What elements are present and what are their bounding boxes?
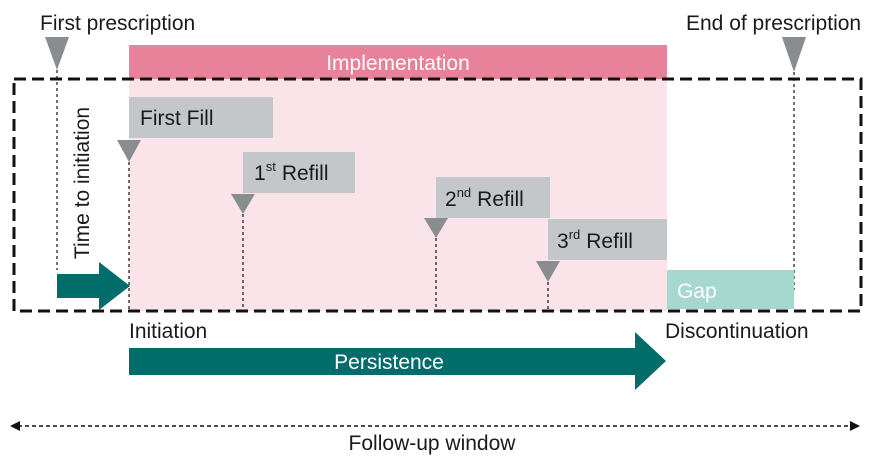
time-to-initiation-arrow (57, 262, 130, 310)
persistence-arrow (129, 332, 666, 390)
follow-up-frame (12, 77, 863, 313)
refill-1-number: 1 (254, 162, 266, 185)
refill-3-marker (536, 261, 560, 282)
refill-1-label: 1st Refill (254, 159, 329, 185)
refill-2-word: Refill (477, 188, 524, 211)
refill-3-suffix: rd (569, 227, 581, 242)
first-prescription-marker (45, 37, 69, 70)
refill-1-word: Refill (282, 162, 329, 185)
implementation-bar (129, 45, 667, 79)
first-fill-box (129, 97, 273, 138)
refill-1-box (243, 152, 355, 193)
implementation-label: Implementation (326, 52, 470, 75)
follow-up-window-left-arrowhead (10, 421, 20, 431)
first-fill-marker (117, 140, 141, 162)
refill-2-label: 2nd Refill (445, 185, 524, 211)
refill-1-marker (231, 194, 255, 214)
refill-2-marker (424, 218, 448, 238)
refill-3-label: 3rd Refill (557, 227, 633, 253)
refill-2-box (436, 177, 550, 218)
follow-up-window-label: Follow-up window (349, 432, 517, 455)
refill-3-word: Refill (586, 230, 633, 253)
refill-3-box (548, 219, 667, 260)
refill-2-number: 2 (445, 188, 457, 211)
gap-box (667, 270, 794, 309)
first-prescription-label: First prescription (40, 12, 195, 35)
gap-label: Gap (677, 280, 717, 303)
refill-2-suffix: nd (457, 185, 471, 200)
refill-1-suffix: st (266, 159, 277, 174)
refill-3-number: 3 (557, 230, 569, 253)
first-fill-label: First Fill (140, 107, 213, 130)
end-of-prescription-marker (782, 37, 806, 72)
end-of-prescription-label: End of prescription (686, 12, 861, 35)
time-to-initiation-label: Time to initiation (71, 107, 94, 259)
follow-up-window-right-arrowhead (850, 421, 860, 431)
initiation-label: Initiation (129, 320, 207, 343)
persistence-label: Persistence (334, 351, 444, 374)
discontinuation-label: Discontinuation (665, 320, 809, 343)
